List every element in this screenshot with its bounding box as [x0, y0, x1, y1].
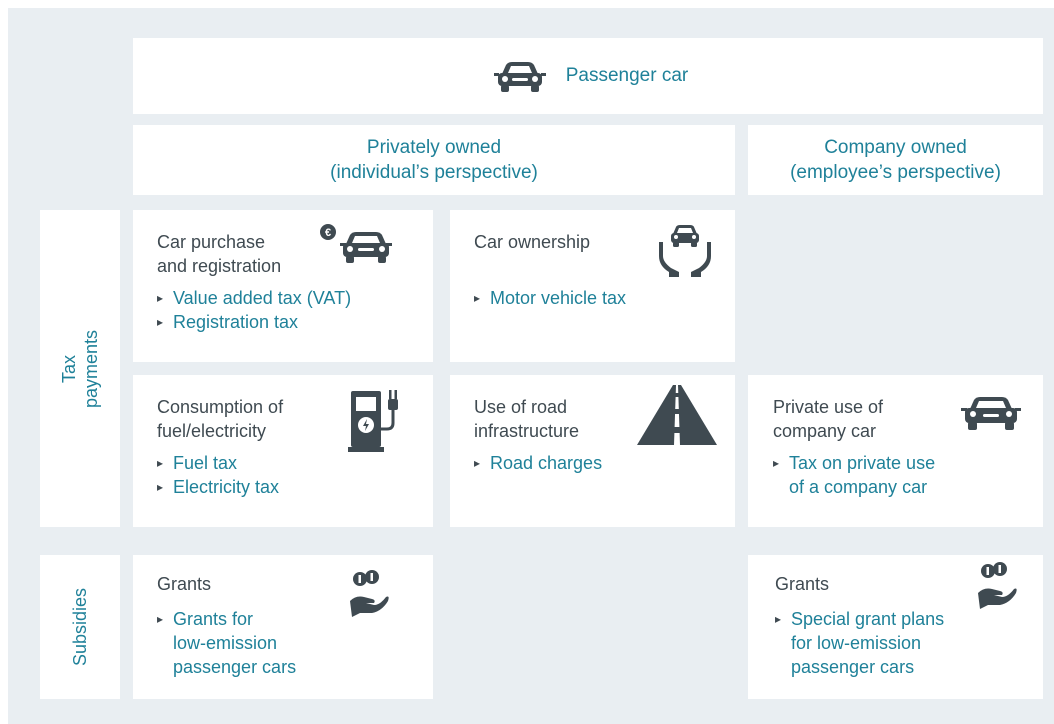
row-subsidies-label: Subsidies	[69, 587, 90, 667]
list-item: Electricity tax	[157, 475, 279, 499]
cell-grants-company: Grants Special grant plans for low-emiss…	[748, 555, 1043, 699]
cell-title: Private use of company car	[773, 395, 883, 443]
cell-list: Special grant plans for low-emission pas…	[775, 607, 944, 679]
list-item-line: Special grant plans	[791, 609, 945, 629]
list-item-line: passenger cars	[791, 657, 915, 677]
cell-road-use: Use of road infrastructure Road charges	[450, 375, 735, 527]
list-item: Value added tax (VAT)	[157, 286, 351, 310]
row-tax-line1: Tax	[58, 354, 79, 383]
car-icon	[493, 62, 546, 92]
coins-hand-icon	[350, 570, 389, 617]
coins-hand-icon	[978, 562, 1017, 609]
svg-text:€: €	[325, 227, 331, 239]
column-company-line2: (employee’s perspective)	[790, 162, 1001, 183]
cell-list: Road charges	[474, 451, 602, 475]
cell-list: Fuel tax Electricity tax	[157, 451, 279, 499]
list-item-continuation: of a company car	[789, 477, 928, 497]
cell-grants-private: Grants Grants for low-emission passenger…	[133, 555, 433, 699]
cell-title: Grants	[775, 574, 830, 594]
list-item: Tax on private use	[773, 451, 935, 475]
cell-title-line1: Use of road	[474, 397, 568, 417]
cell-title-line2: and registration	[157, 256, 282, 276]
cell-title: Consumption of fuel/electricity	[157, 395, 283, 443]
row-tax-line2: payments	[80, 329, 101, 408]
list-item: Special grant plans for low-emission pas…	[775, 607, 944, 679]
cell-title-line2: company car	[773, 421, 877, 441]
list-item: Fuel tax	[157, 451, 279, 475]
cell-car-ownership: Car ownership Motor vehicle tax	[450, 210, 735, 362]
column-private-line1: Privately owned	[366, 137, 502, 158]
column-header-company: Company owned (employee’s perspective)	[748, 125, 1043, 195]
list-item-line: Grants for	[173, 609, 254, 629]
cell-title: Car ownership	[474, 232, 591, 252]
car-in-hands-icon	[659, 225, 711, 277]
cell-private-use-company-car: Private use of company car Tax on privat…	[748, 375, 1043, 527]
list-item-line: passenger cars	[173, 657, 297, 677]
column-private-line2: (individual’s perspective)	[330, 162, 538, 183]
cell-title-line1: Car purchase	[157, 232, 266, 252]
list-item: Motor vehicle tax	[474, 286, 626, 310]
cell-title-line1: Private use of	[773, 397, 884, 417]
cell-consumption: Consumption of fuel/electricity Fuel tax…	[133, 375, 433, 527]
row-label-tax-payments: Tax payments	[40, 210, 120, 527]
cell-title: Use of road infrastructure	[474, 395, 579, 443]
column-company-line1: Company owned	[824, 137, 967, 158]
header-box: Passenger car	[133, 38, 1043, 114]
cell-title-line2: infrastructure	[474, 421, 580, 441]
road-icon	[637, 385, 717, 445]
cell-car-purchase: Car purchase and registration € Value ad…	[133, 210, 433, 362]
header-title: Passenger car	[565, 65, 689, 86]
cell-title-line1: Consumption of	[157, 397, 284, 417]
charging-station-icon	[348, 390, 398, 452]
cell-title: Grants	[157, 574, 212, 594]
list-item-line: for low-emission	[791, 633, 922, 653]
list-item: Grants for low-emission passenger cars	[157, 607, 296, 679]
car-icon	[961, 397, 1021, 430]
cell-title: Car purchase and registration	[157, 230, 281, 278]
cell-list: Value added tax (VAT) Registration tax	[157, 286, 351, 334]
cell-list: Tax on private use of a company car	[773, 451, 935, 499]
cell-list: Grants for low-emission passenger cars	[157, 607, 296, 679]
list-item-line: low-emission	[173, 633, 278, 653]
cell-title-line2: fuel/electricity	[157, 421, 267, 441]
column-header-private: Privately owned (individual’s perspectiv…	[133, 125, 735, 195]
car-purchase-icon: €	[320, 224, 392, 263]
list-item: Road charges	[474, 451, 602, 475]
cell-list: Motor vehicle tax	[474, 286, 626, 310]
list-item: Registration tax	[157, 310, 351, 334]
row-label-subsidies: Subsidies	[40, 555, 120, 699]
